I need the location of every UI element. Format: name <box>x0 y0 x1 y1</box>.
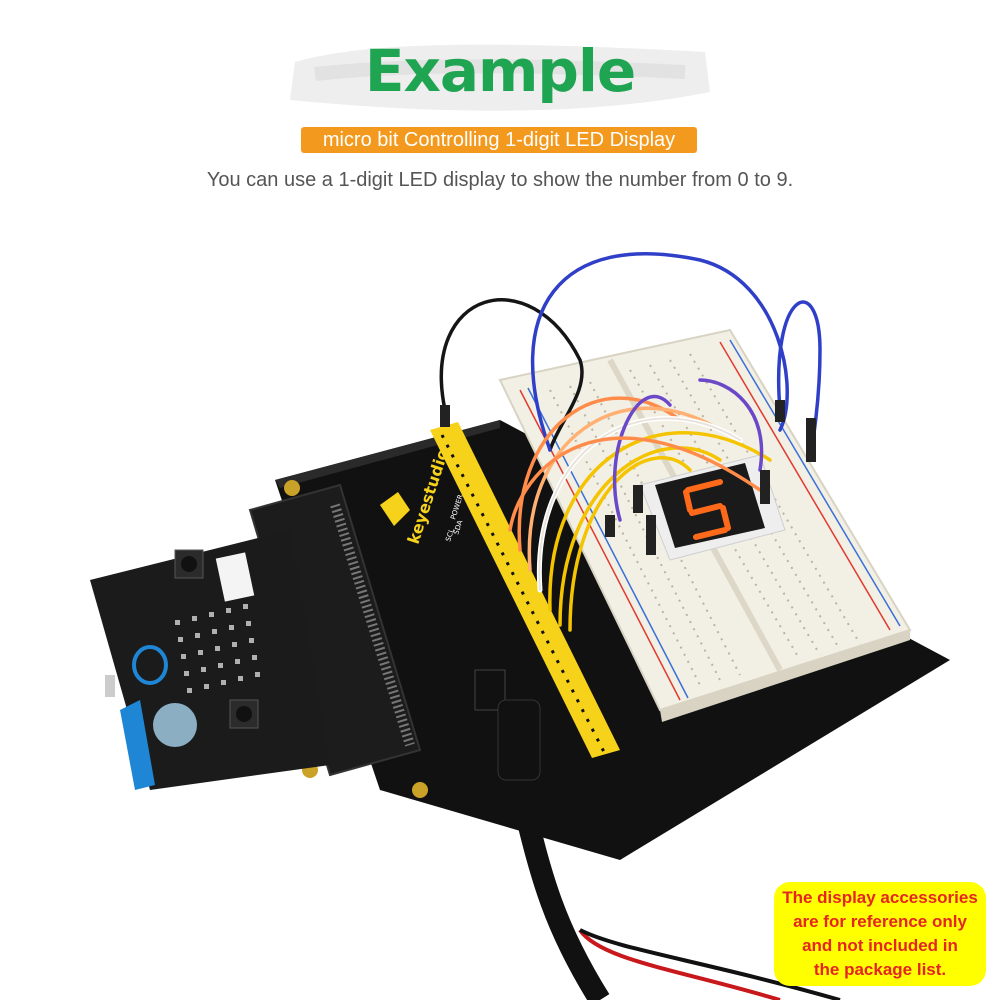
logo-icon <box>380 492 410 526</box>
qr-sticker <box>215 552 255 602</box>
power-jack <box>497 699 541 781</box>
scl-label: SCL <box>444 527 456 542</box>
jumper-wires <box>439 252 822 632</box>
note-line-4: the package list. <box>813 960 947 979</box>
button-a <box>229 699 259 729</box>
note-line-2: are for reference only <box>793 912 967 931</box>
title-brush-stroke <box>290 44 710 111</box>
page-title: Example <box>364 37 636 105</box>
disclaimer-note: The display accessories are for referenc… <box>774 882 986 986</box>
led-digit-segments <box>683 479 731 540</box>
subtitle-badge: micro bit Controlling 1-digit LED Displa… <box>301 127 697 153</box>
led-matrix <box>175 604 260 693</box>
product-photo: keyestudio POWER SDA SCL <box>90 252 950 1000</box>
description-text: You can use a 1-digit LED display to sho… <box>206 169 794 191</box>
note-line-1: The display accessories <box>782 888 978 907</box>
note-line-3: and not included in <box>802 936 958 955</box>
regulator-chip <box>474 669 506 711</box>
wire-pin-tips <box>440 400 816 555</box>
microbit-board <box>90 530 330 790</box>
